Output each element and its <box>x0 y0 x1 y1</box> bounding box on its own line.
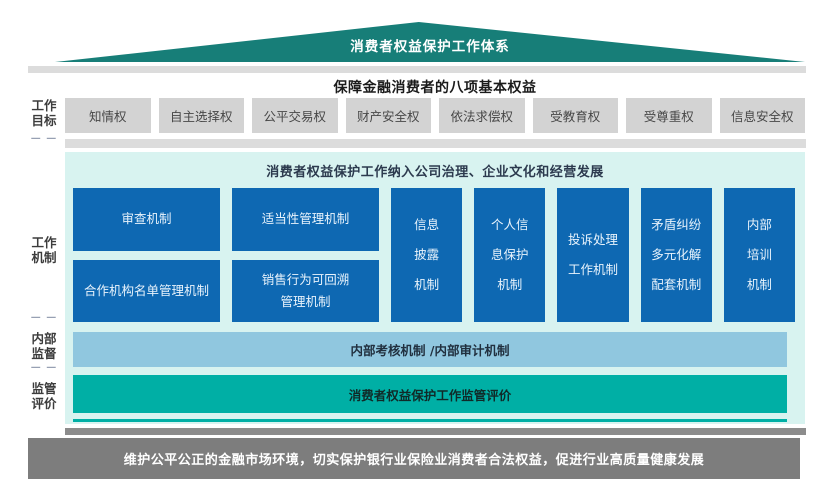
mechanism-dispute-resolution: 矛盾纠纷 多元化解 配套机制 <box>640 188 712 322</box>
side-label-regulatory-eval: 监管 评价 <box>31 381 57 411</box>
right-chip-choose: 自主选择权 <box>158 98 244 133</box>
roof-shape: 消费者权益保护工作体系 <box>55 22 805 62</box>
right-chip-compensation: 依法求偿权 <box>439 98 525 133</box>
mechanisms-panel: 消费者权益保护工作纳入公司治理、企业文化和经营发展 审查机制 合作机构名单管理机… <box>65 152 805 424</box>
rights-section-header: 保障金融消费者的八项基本权益 <box>333 80 537 96</box>
separator-bar-top <box>28 66 806 73</box>
mechanisms-header: 消费者权益保护工作纳入公司治理、企业文化和经营发展 <box>266 165 604 180</box>
mechanism-column-1: 审查机制 合作机构名单管理机制 <box>73 188 220 322</box>
panel-baseline <box>73 419 787 422</box>
right-chip-know: 知情权 <box>65 98 151 133</box>
side-label-work-mechanisms: 工作 机制 <box>31 235 57 265</box>
separator-bar-middle <box>65 139 806 148</box>
right-chip-info-security: 信息安全权 <box>719 98 805 133</box>
rights-row: 知情权 自主选择权 公平交易权 财产安全权 依法求偿权 受教育权 受尊重权 信息… <box>65 98 805 133</box>
mechanism-complaints: 投诉处理 工作机制 <box>557 188 629 322</box>
regulatory-eval-bar: 消费者权益保护工作监管评价 <box>73 375 787 413</box>
right-chip-property-safety: 财产安全权 <box>345 98 431 133</box>
mechanism-partner-list: 合作机构名单管理机制 <box>73 259 220 322</box>
side-label-work-goals: 工作 目标 <box>31 98 57 128</box>
mechanism-review: 审查机制 <box>73 188 220 251</box>
right-chip-education: 受教育权 <box>532 98 618 133</box>
mechanism-info-disclosure: 信息 披露 机制 <box>391 188 463 322</box>
internal-audit-bar: 内部考核机制 /内部审计机制 <box>73 332 787 367</box>
diagram-title: 消费者权益保护工作体系 <box>350 39 510 55</box>
right-chip-fair-trade: 公平交易权 <box>252 98 338 133</box>
rail-dash-1: — — <box>30 133 58 144</box>
mechanism-personal-info: 个人信 息保护 机制 <box>474 188 546 322</box>
mechanisms-grid: 审查机制 合作机构名单管理机制 适当性管理机制 销售行为可回溯 管理机制 信息 … <box>73 188 796 322</box>
mechanism-suitability: 适当性管理机制 <box>232 188 379 251</box>
rail-dash-3: — — <box>30 362 58 373</box>
mechanism-internal-training: 内部 培训 机制 <box>723 188 796 322</box>
rail-dash-2: — — <box>30 312 58 323</box>
footer-statement: 维护公平公正的金融市场环境，切实保护银行业保险业消费者合法权益，促进行业高质量健… <box>28 438 800 479</box>
right-chip-respect: 受尊重权 <box>626 98 712 133</box>
mechanism-sales-traceability: 销售行为可回溯 管理机制 <box>232 259 379 322</box>
mechanism-column-2: 适当性管理机制 销售行为可回溯 管理机制 <box>232 188 379 322</box>
separator-bar-bottom <box>65 428 806 435</box>
side-label-internal-audit: 内部 监督 <box>31 331 57 361</box>
